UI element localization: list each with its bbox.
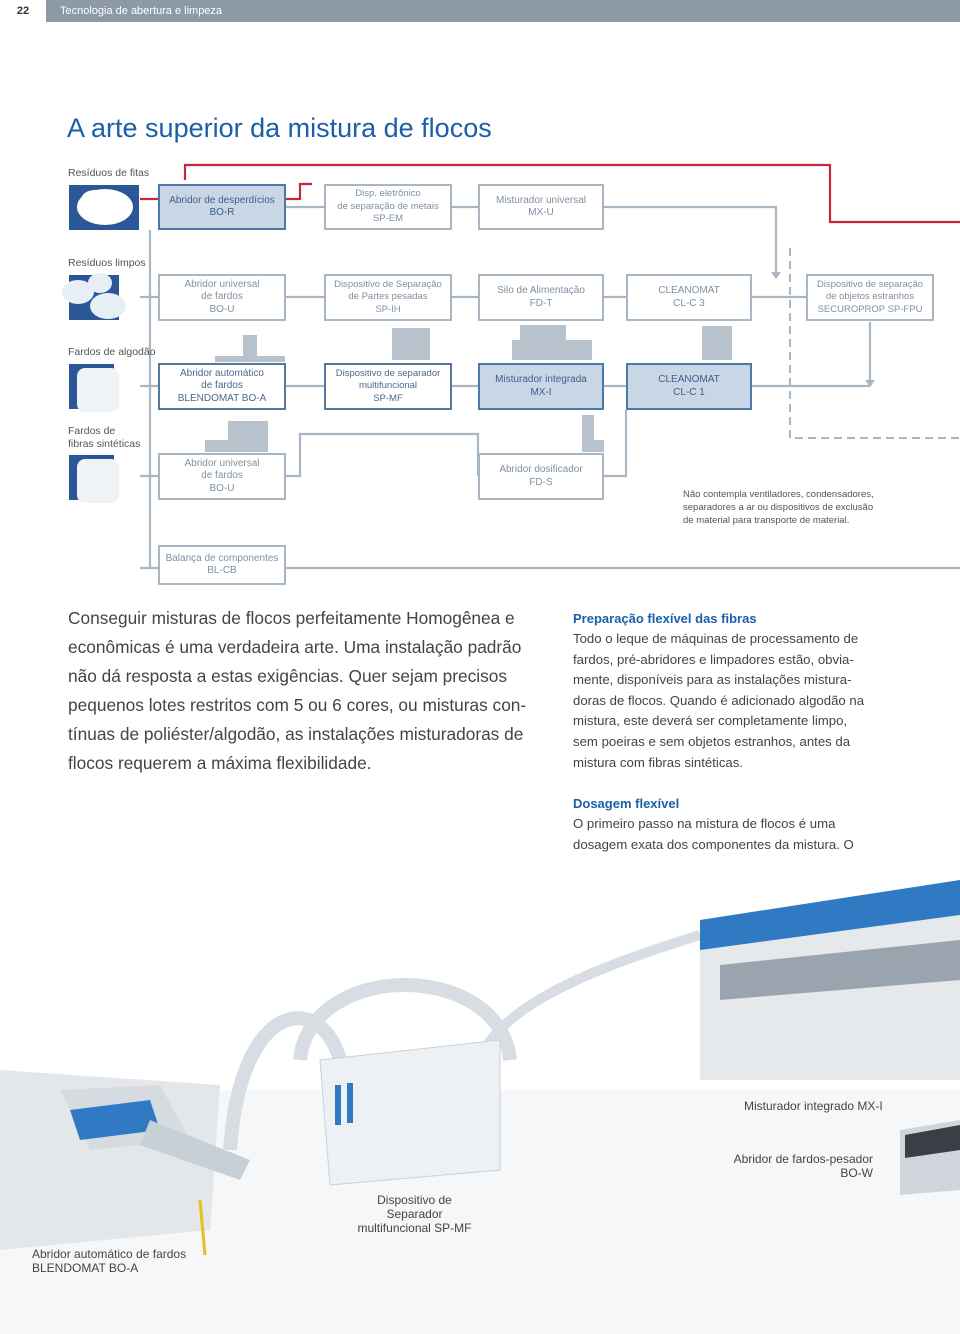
box-fd-s: Abridor dosificador FD-S	[478, 453, 604, 500]
waste-icon	[69, 185, 139, 230]
intro-paragraph: Conseguir misturas de flocos perfeitamen…	[68, 608, 527, 773]
row-label-ribbon-waste: Resíduos de fitas	[68, 167, 150, 179]
box-cl-c1: CLEANOMAT CL-C 1	[626, 363, 752, 410]
diagram-note: Não contempla ventiladores, condensadore…	[683, 489, 874, 526]
plant-illustration	[0, 880, 960, 1334]
box-bo-a: Abridor automático de fardos BLENDOMAT B…	[158, 363, 286, 410]
row-label-cotton-bales: Fardos de algodão	[68, 346, 156, 358]
box-bo-r: Abridor de desperdícios BO-R	[158, 184, 286, 230]
heading-fiber-prep: Preparação flexível das fibras	[573, 611, 757, 626]
row-label-synthetic-bales: Fardos de fibras sintéticas	[68, 425, 141, 450]
box-sp-ih: Dispositivo de Separação de Partes pesad…	[324, 274, 452, 321]
caption-bo-a: Abridor automático de fardos BLENDOMAT B…	[32, 1247, 187, 1275]
box-bl-cb: Balança de componentes BL-CB	[158, 545, 286, 585]
header-bar: 22 Tecnologia de abertura e limpeza	[0, 0, 960, 22]
heading-dosing: Dosagem flexível	[573, 796, 680, 811]
box-bo-u-synthetic: Abridor universal de fardos BO-U	[158, 453, 286, 500]
clean-waste-icon	[62, 273, 126, 320]
blue-flow-lines	[140, 205, 960, 570]
box-fd-t: Silo de Alimentação FD-T	[478, 274, 604, 321]
box-cl-c3: CLEANOMAT CL-C 3	[626, 274, 752, 321]
page-number: 22	[0, 0, 46, 22]
box-sp-fpu: Dispositivo de separação de objetos estr…	[806, 274, 934, 321]
cotton-bale-icon	[69, 364, 119, 412]
machine-pictograms	[205, 325, 732, 452]
paragraph-fiber-prep: Todo o leque de máquinas de processament…	[573, 631, 865, 770]
box-sp-em: Disp. eletrônico de separação de metais …	[324, 184, 452, 230]
box-sp-mf: Dispositivo de separador multifuncional …	[324, 363, 452, 410]
box-mx-u: Misturador universal MX-U	[478, 184, 604, 230]
paragraph-dosing: O primeiro passo na mistura de flocos é …	[573, 816, 854, 852]
synthetic-bale-icon	[69, 455, 119, 503]
box-bo-u-clean: Abridor universal de fardos BO-U	[158, 274, 286, 321]
box-mx-i: Misturador integrada MX-I	[478, 363, 604, 410]
page-title: A arte superior da mistura de flocos	[67, 113, 492, 143]
red-flow-line	[140, 163, 960, 224]
caption-bo-w: Abridor de fardos-pesador BO-W	[733, 1152, 873, 1180]
dashed-return-line	[789, 248, 960, 439]
caption-mx-i: Misturador integrado MX-I	[744, 1099, 883, 1113]
caption-sp-mf: Dispositivo de Separador multifuncional …	[357, 1193, 472, 1235]
row-label-clean-waste: Resíduos limpos	[68, 257, 146, 269]
section-title: Tecnologia de abertura e limpeza	[60, 5, 223, 17]
